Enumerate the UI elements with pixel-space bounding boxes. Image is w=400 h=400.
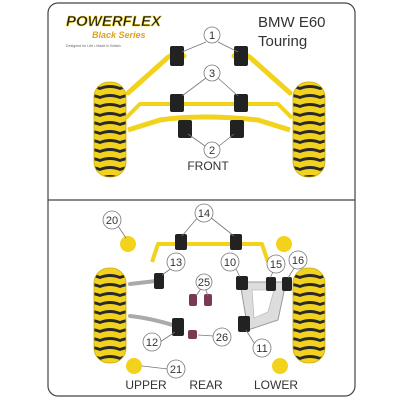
section-label-upper: UPPER bbox=[125, 378, 167, 392]
marker-dot-20 bbox=[120, 236, 136, 252]
front-anti-roll-bar bbox=[124, 102, 294, 120]
svg-text:16: 16 bbox=[292, 255, 304, 267]
section-label-lower: LOWER bbox=[254, 378, 298, 392]
svg-text:26: 26 bbox=[216, 332, 228, 344]
rear-upper-arm bbox=[128, 279, 158, 286]
rear-small-bush-26 bbox=[188, 330, 197, 339]
callout-11: 11 bbox=[252, 338, 272, 358]
callout-10: 10 bbox=[220, 252, 240, 272]
callout-20: 20 bbox=[102, 210, 122, 230]
svg-text:10: 10 bbox=[224, 257, 236, 269]
svg-text:1: 1 bbox=[209, 30, 215, 42]
front-callout-lines bbox=[181, 41, 239, 147]
callout-2: 2 bbox=[203, 141, 221, 159]
svg-text:3: 3 bbox=[209, 68, 215, 80]
section-label-rear: REAR bbox=[189, 378, 223, 392]
front-right-wheel bbox=[292, 81, 326, 178]
callout-12: 12 bbox=[142, 332, 162, 352]
front-left-wheel bbox=[93, 81, 127, 178]
callout-16: 16 bbox=[288, 250, 308, 270]
svg-text:20: 20 bbox=[106, 215, 118, 227]
rear-callout-lines bbox=[117, 216, 297, 370]
callout-15: 15 bbox=[266, 254, 286, 274]
powerflex-logo: POWERFLEX Black Series Designed for Life… bbox=[66, 13, 163, 48]
front-bushes bbox=[170, 46, 248, 138]
vehicle-variant: Touring bbox=[258, 33, 307, 50]
rear-lower-link bbox=[128, 314, 178, 328]
logo-tagline: Designed for Life • Made In Britain bbox=[66, 44, 121, 48]
callout-1: 1 bbox=[203, 26, 221, 44]
callout-14: 14 bbox=[194, 203, 214, 223]
logo-range: Black Series bbox=[92, 30, 146, 40]
rear-right-wheel bbox=[292, 267, 326, 364]
section-label-front: FRONT bbox=[187, 159, 229, 173]
callout-3: 3 bbox=[203, 64, 221, 82]
svg-text:14: 14 bbox=[198, 208, 210, 220]
front-lower-arm bbox=[127, 114, 291, 133]
callout-13: 13 bbox=[166, 252, 186, 272]
rear-anti-roll-bar bbox=[150, 242, 270, 263]
svg-text:25: 25 bbox=[198, 277, 210, 289]
svg-text:13: 13 bbox=[170, 257, 182, 269]
rear-left-wheel bbox=[93, 267, 127, 364]
svg-text:21: 21 bbox=[170, 364, 182, 376]
vehicle-model: BMW E60 bbox=[258, 14, 326, 31]
marker-dot-21 bbox=[126, 358, 142, 374]
marker-dot-21-right bbox=[272, 358, 288, 374]
svg-text:15: 15 bbox=[270, 259, 282, 271]
callout-21: 21 bbox=[166, 359, 186, 379]
svg-text:12: 12 bbox=[146, 337, 158, 349]
svg-text:11: 11 bbox=[256, 343, 267, 355]
callout-26: 26 bbox=[212, 327, 232, 347]
rear-small-bushes-25 bbox=[189, 294, 212, 306]
marker-dot-20-right bbox=[276, 236, 292, 252]
svg-text:2: 2 bbox=[209, 145, 215, 157]
rear-bushes bbox=[154, 234, 292, 336]
callout-25: 25 bbox=[195, 273, 213, 291]
logo-brand: POWERFLEX bbox=[66, 13, 162, 30]
